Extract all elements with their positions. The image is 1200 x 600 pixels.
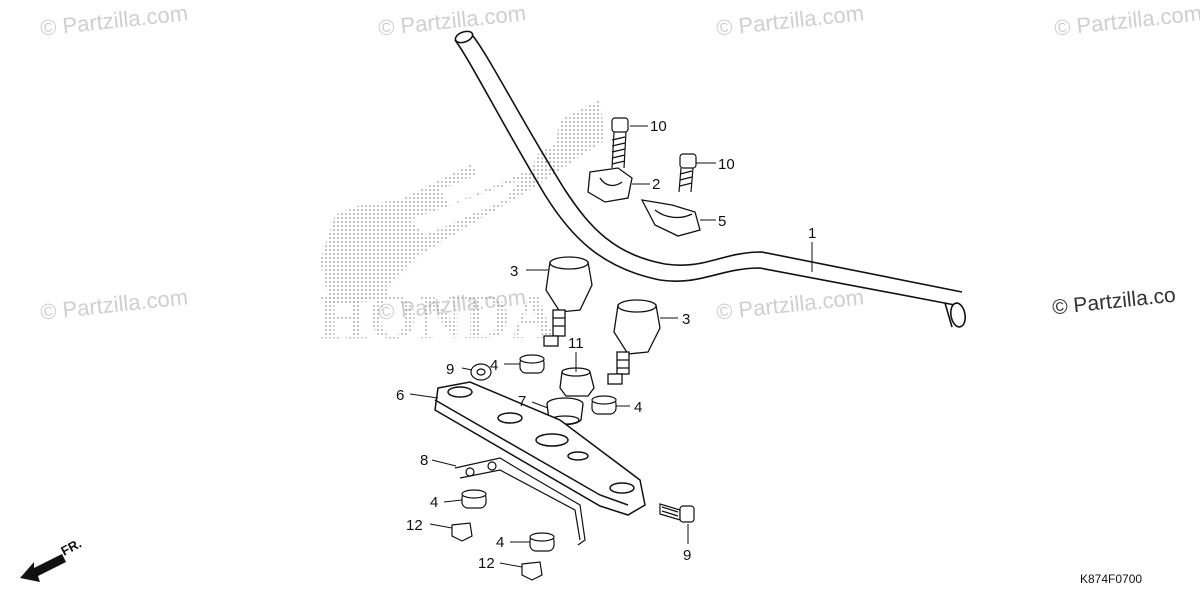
front-direction-arrow-icon: FR. xyxy=(20,536,84,582)
rubber-left-top xyxy=(519,354,545,374)
diagram-code: K874F0700 xyxy=(1080,572,1143,586)
callout-4-left-top: 4 xyxy=(490,357,498,374)
rubber-bottom-left xyxy=(461,489,487,509)
upper-holder-a xyxy=(587,167,633,203)
handlebar xyxy=(454,30,967,328)
upper-holder-b xyxy=(640,199,701,237)
rubber-right xyxy=(591,395,617,415)
nut xyxy=(559,367,595,397)
top-bridge xyxy=(434,381,646,516)
callout-4-bottom-left: 4 xyxy=(430,494,438,511)
cap-nut-upper xyxy=(451,522,473,542)
honda-wing-logo xyxy=(320,100,605,305)
callout-10-right: 10 xyxy=(718,156,735,173)
callout-9-washer: 9 xyxy=(446,361,454,378)
cap-nut-lower xyxy=(521,561,543,581)
callout-6: 6 xyxy=(396,387,404,404)
callout-8: 8 xyxy=(420,452,428,469)
callout-3-right: 3 xyxy=(682,311,690,328)
callout-1: 1 xyxy=(808,225,816,242)
washer-nut xyxy=(470,363,492,381)
callout-4-bottom-mid: 4 xyxy=(496,534,504,551)
bolt-top-left xyxy=(611,117,629,169)
leader-lines xyxy=(409,125,813,568)
callout-7: 7 xyxy=(518,393,526,410)
bolt-top-right xyxy=(678,153,697,193)
callout-3-left: 3 xyxy=(510,263,518,280)
callout-4-right: 4 xyxy=(634,399,642,416)
callout-11: 11 xyxy=(568,335,584,352)
callout-9-bolt: 9 xyxy=(683,547,691,564)
callout-12-lower: 12 xyxy=(478,555,495,572)
lower-holder-right xyxy=(607,299,661,385)
bolt-bottom xyxy=(659,503,695,523)
lower-holder-left xyxy=(543,256,593,347)
callout-2: 2 xyxy=(652,176,660,193)
callout-10-left: 10 xyxy=(650,118,667,135)
callout-5: 5 xyxy=(718,213,726,230)
rubber-bottom-mid xyxy=(529,532,555,552)
stay xyxy=(454,457,586,546)
honda-logo-text: HONDA xyxy=(318,281,556,352)
callout-12-upper: 12 xyxy=(406,517,423,534)
